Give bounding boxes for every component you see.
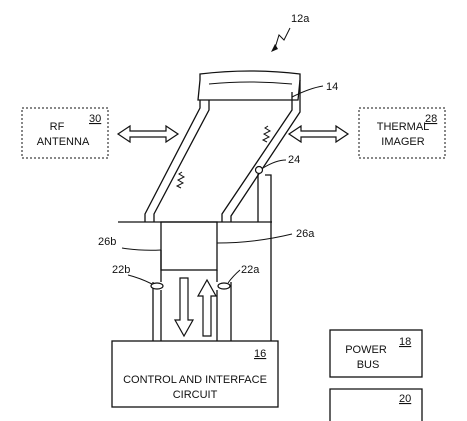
rf-antenna-line1: RF	[50, 121, 65, 133]
ref-22b-leader	[127, 274, 153, 285]
thermal-double-arrow-icon	[287, 124, 350, 144]
left-resistor-symbol	[175, 171, 186, 189]
thermal-imager-line1: THERMAL	[377, 121, 430, 133]
control-circuit-box	[111, 340, 279, 408]
housing-right-wall-outer	[230, 80, 301, 222]
control-circuit-ref: 16	[254, 348, 266, 360]
lower-box-20	[329, 388, 423, 421]
right-resistor-symbol	[261, 125, 272, 143]
ref-22a-leader	[227, 269, 241, 284]
ref-14-label: 14	[326, 81, 338, 93]
up-arrow-icon	[196, 278, 218, 337]
rf-antenna-ref: 30	[89, 113, 101, 125]
housing-cap-inner	[208, 81, 293, 85]
probe-bracket	[265, 174, 272, 222]
down-arrow-icon	[173, 277, 195, 338]
ref-12a-label: 12a	[291, 13, 310, 25]
power-bus-ref: 18	[399, 336, 411, 348]
rf-double-arrow-icon	[116, 124, 180, 144]
control-circuit-line1: CONTROL AND INTERFACE	[123, 374, 267, 386]
thermal-imager-line2: IMAGER	[381, 136, 424, 148]
ref-24-label: 24	[288, 154, 300, 166]
ref-26a-label: 26a	[296, 228, 315, 240]
power-bus-line1: POWER	[345, 344, 387, 356]
connector-block	[160, 221, 218, 271]
probe-24-sensor	[254, 165, 264, 175]
contact-22b	[150, 282, 164, 290]
ref-26b-label: 26b	[98, 236, 116, 248]
thermal-imager-ref: 28	[425, 113, 437, 125]
ref-22a-label: 22a	[241, 264, 260, 276]
lower-box-ref: 20	[399, 393, 411, 405]
ref-24-leader	[262, 159, 287, 169]
control-circuit-line2: CIRCUIT	[173, 389, 218, 401]
ref-26b-leader	[121, 247, 162, 251]
housing-cap	[197, 70, 301, 101]
power-bus-box	[329, 329, 423, 378]
housing-left-wall-outer	[144, 100, 201, 222]
ref-12a-squiggle	[274, 27, 291, 49]
ref-22b-label: 22b	[112, 264, 130, 276]
contact-22a	[217, 282, 231, 290]
housing-right-wall-inner	[221, 92, 293, 222]
housing-left-wall-inner	[153, 100, 210, 222]
power-bus-line2: BUS	[357, 359, 380, 371]
ref-14-leader	[291, 85, 324, 98]
ref-26a-leader	[216, 233, 293, 244]
rf-antenna-line2: ANTENNA	[37, 136, 90, 148]
ref-12a-arrowhead	[271, 44, 278, 52]
